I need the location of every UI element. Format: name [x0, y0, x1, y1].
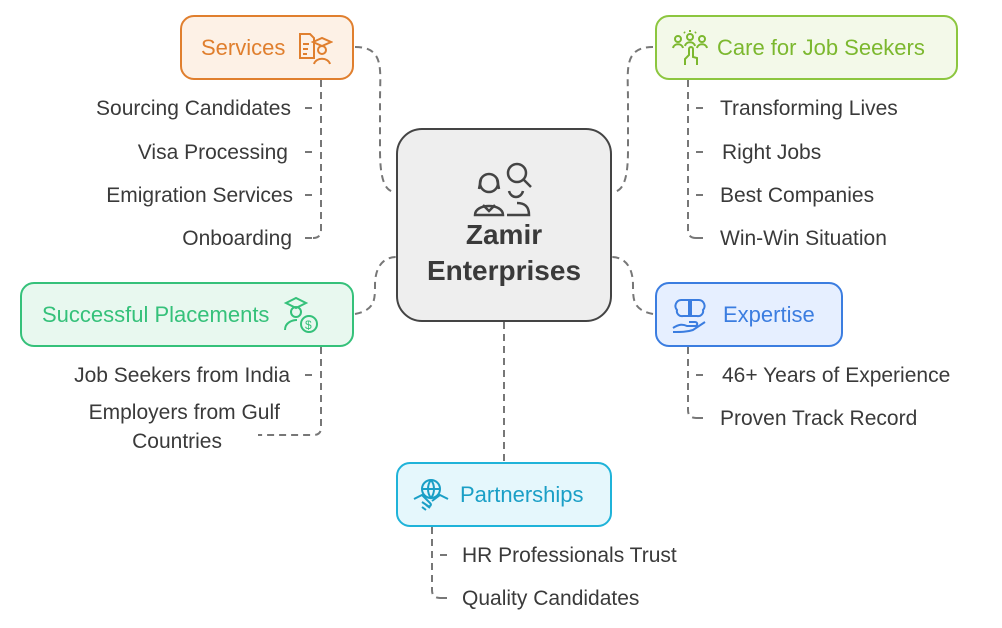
- central-node[interactable]: Zamir Enterprises: [396, 128, 612, 322]
- connector-services: [354, 46, 397, 193]
- handshake-globe-icon: [413, 478, 449, 511]
- care-item: Transforming Lives: [720, 97, 898, 120]
- services-node[interactable]: Services: [180, 15, 354, 80]
- connector-care: [611, 46, 654, 193]
- partnerships-stem: [431, 527, 441, 599]
- expertise-stem: [687, 347, 697, 419]
- expertise-label: Expertise: [723, 301, 815, 327]
- document-graduate-icon: [299, 32, 334, 64]
- placements-stem: [258, 347, 322, 436]
- partnerships-label: Partnerships: [460, 481, 584, 507]
- people-hand-icon: [672, 29, 708, 65]
- services-label: Services: [201, 34, 286, 60]
- care-node[interactable]: Care for Job Seekers: [655, 15, 958, 80]
- partnerships-item: Quality Candidates: [462, 587, 640, 610]
- central-title-line2: Enterprises: [426, 255, 582, 286]
- care-item: Best Companies: [720, 184, 875, 207]
- services-item: Visa Processing: [137, 141, 288, 164]
- graduate-dollar-icon: $: [284, 296, 319, 333]
- connector-expertise: [611, 256, 654, 315]
- brain-hand-icon: [672, 298, 706, 333]
- services-stem: [312, 80, 322, 239]
- connector-placements: [354, 256, 397, 315]
- services-item: Onboarding: [182, 227, 292, 250]
- placements-node[interactable]: Successful Placements $: [20, 282, 354, 347]
- expertise-node[interactable]: Expertise: [655, 282, 843, 347]
- placements-item: Countries: [132, 430, 222, 453]
- svg-text:$: $: [305, 318, 312, 332]
- care-stem: [687, 80, 697, 239]
- central-title-line1: Zamir: [465, 219, 543, 250]
- services-item: Emigration Services: [106, 184, 293, 207]
- care-item: Win-Win Situation: [720, 227, 887, 250]
- care-label: Care for Job Seekers: [717, 34, 925, 60]
- expertise-item: Proven Track Record: [720, 407, 918, 430]
- placements-item: Job Seekers from India: [74, 364, 290, 387]
- partnerships-item: HR Professionals Trust: [462, 544, 677, 567]
- placements-label: Successful Placements: [42, 301, 270, 327]
- people-search-icon: [473, 162, 532, 217]
- partnerships-node[interactable]: Partnerships: [396, 462, 612, 527]
- services-item: Sourcing Candidates: [96, 97, 291, 120]
- expertise-item: 46+ Years of Experience: [722, 364, 951, 387]
- placements-item: Employers from Gulf: [88, 401, 280, 424]
- care-item: Right Jobs: [722, 141, 822, 164]
